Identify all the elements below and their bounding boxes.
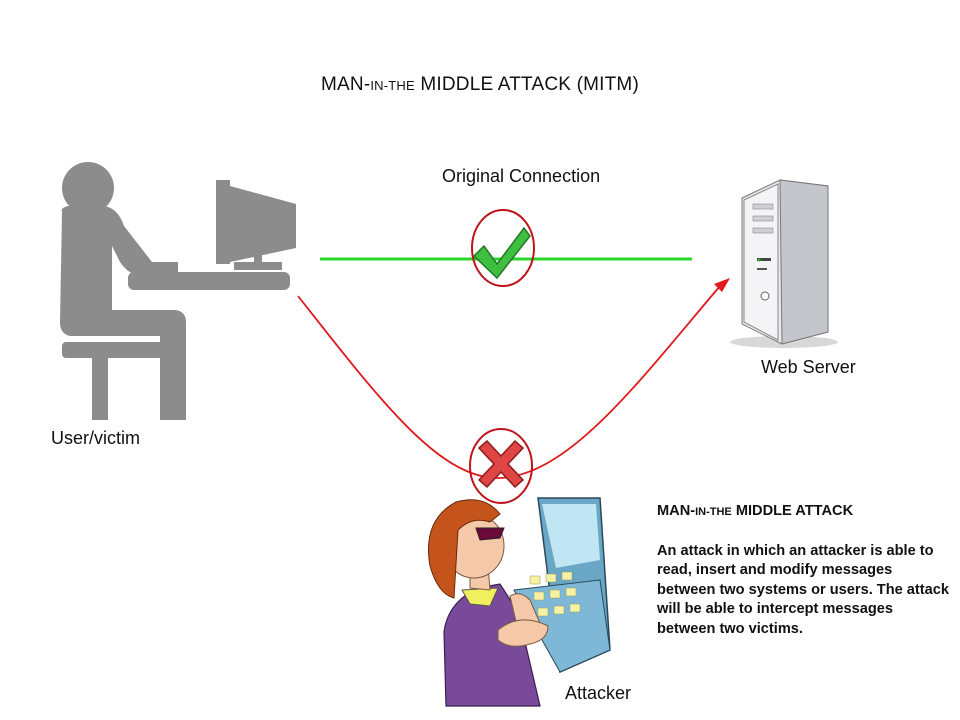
- title-part-3: MIDDLE ATTACK (MITM): [414, 74, 639, 95]
- user-victim-icon: [60, 162, 296, 420]
- info-heading-part-2: IN-THE: [695, 506, 732, 518]
- attacker-icon: [428, 497, 611, 707]
- info-heading: MAN-IN-THE MIDDLE ATTACK: [657, 502, 949, 523]
- user-victim-label: User/victim: [51, 428, 140, 448]
- secure-circle: [471, 209, 535, 287]
- original-connection-label: Original Connection: [442, 166, 601, 186]
- title-part-2: IN-THE: [370, 78, 415, 93]
- diagram-title: MAN-IN-THE MIDDLE ATTACK (MITM): [0, 74, 960, 96]
- arrow-head-icon: [714, 278, 730, 292]
- attacker-label: Attacker: [565, 683, 632, 703]
- web-server-icon: [730, 179, 838, 348]
- intercepted-path: [297, 285, 721, 479]
- cross-icon: [477, 439, 525, 489]
- title-part-1: MAN-: [321, 74, 371, 95]
- web-server-label: Web Server: [761, 357, 856, 377]
- info-heading-part-1: MAN-: [657, 503, 696, 519]
- info-body: An attack in which an attacker is able t…: [657, 542, 949, 637]
- info-box: MAN-IN-THE MIDDLE ATTACK An attack in wh…: [657, 502, 949, 640]
- info-heading-part-3: MIDDLE ATTACK: [731, 503, 854, 519]
- attack-circle: [469, 428, 533, 504]
- check-icon: [472, 226, 531, 280]
